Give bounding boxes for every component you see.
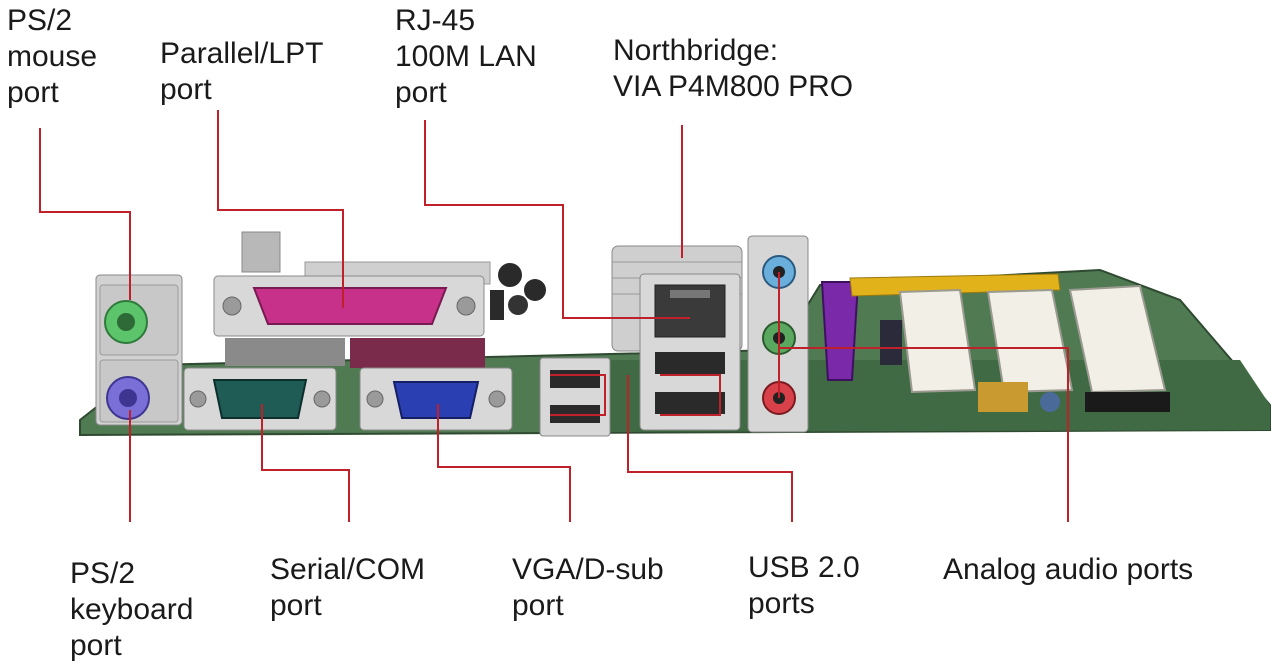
leader-lines xyxy=(39,110,1069,522)
label-serial-port: Serial/COM port xyxy=(270,553,426,622)
leader-ps2-mouse xyxy=(39,128,131,300)
label-usb-ports: USB 2.0 ports xyxy=(748,551,860,620)
leader-usb-right xyxy=(660,374,721,416)
pci-slots xyxy=(898,284,1167,394)
label-ps2-mouse-port: PS/2 mouse port xyxy=(7,4,98,109)
leader-usb-left xyxy=(550,374,606,416)
leader-audio-h xyxy=(779,347,1069,522)
leader-parallel xyxy=(217,110,344,308)
label-analog-audio-ports: Analog audio ports xyxy=(943,553,1194,586)
ps2-port-stack xyxy=(95,274,183,426)
usb-ports-left xyxy=(539,357,611,437)
leader-usb xyxy=(627,375,793,522)
agp-slot xyxy=(820,281,860,381)
label-northbridge: Northbridge: VIA P4M800 PRO xyxy=(613,34,854,103)
serial-port xyxy=(183,367,337,431)
leader-rj45 xyxy=(424,120,690,319)
leader-vga xyxy=(437,404,571,522)
label-ps2-keyboard-port: PS/2 keyboard port xyxy=(70,557,194,662)
leader-serial xyxy=(261,404,350,522)
label-rj45-port: RJ-45 100M LAN port xyxy=(395,4,537,109)
label-vga-port: VGA/D-sub port xyxy=(512,553,664,622)
label-parallel-port: Parallel/LPT port xyxy=(160,37,324,106)
parallel-port xyxy=(213,231,491,337)
rj45-usb-stack xyxy=(639,273,741,431)
vga-port xyxy=(359,367,513,431)
